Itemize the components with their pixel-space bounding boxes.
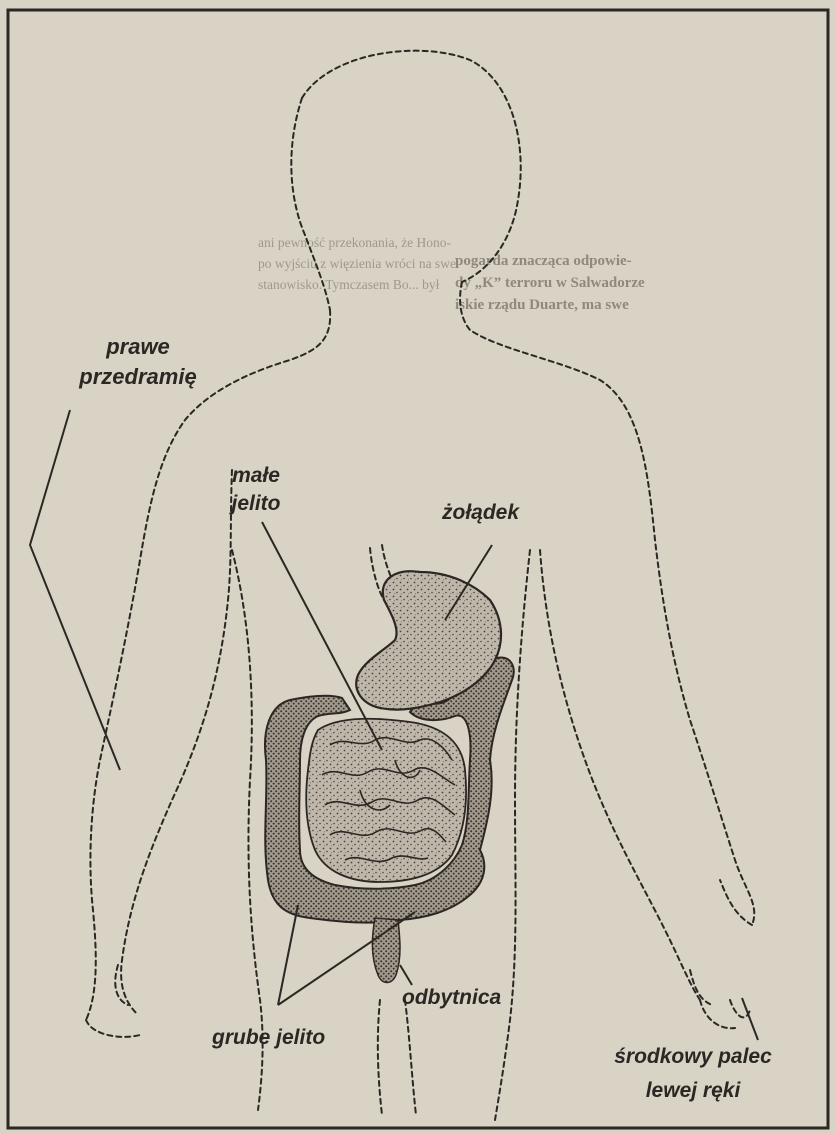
label-right-forearm: prawe przedramię [68,332,208,392]
label-small-intestine: małe jelito [216,462,296,518]
label-middle-finger: środkowy palec lewej ręki [588,1040,798,1108]
leader-large-intestine-a [278,905,298,1005]
label-line: małe [216,462,296,490]
leader-rectum [400,965,412,985]
label-line: lewej ręki [588,1074,798,1108]
label-line: odbytnica [402,985,501,1011]
label-line: przedramię [68,362,208,392]
label-large-intestine: grube jelito [212,1025,325,1051]
leader-middle-finger [742,998,758,1040]
label-line: środkowy palec [588,1040,798,1074]
label-line: żołądek [442,500,519,526]
label-stomach: żołądek [442,500,519,526]
small-intestine-shape [306,719,466,882]
label-line: grube jelito [212,1025,325,1051]
label-line: jelito [216,490,296,518]
frame-border [8,10,828,1128]
rectum-shape [372,918,400,983]
label-line: prawe [68,332,208,362]
label-rectum: odbytnica [402,985,501,1011]
leader-right-forearm [30,410,120,770]
